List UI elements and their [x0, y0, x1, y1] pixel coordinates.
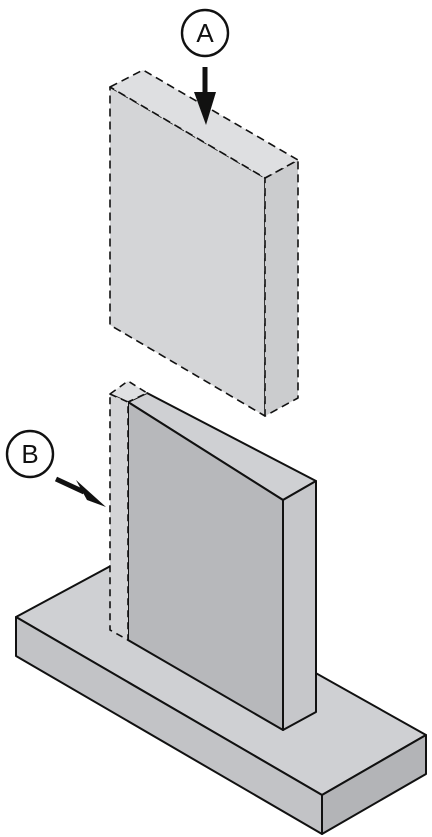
- base-plate-side-face: [321, 734, 427, 835]
- callout-b-circle: [5, 429, 55, 479]
- dashed-part-b-front-face: [109, 393, 129, 641]
- callout-a-arrow: [194, 67, 216, 125]
- dashed-part-a-side-face: [264, 159, 299, 417]
- callout-b: B: [5, 429, 106, 507]
- upright-block: [127, 392, 317, 731]
- dashed-part-a: [109, 69, 299, 417]
- callout-a: A: [180, 8, 230, 125]
- callout-b-arrow: [54, 476, 106, 507]
- upright-block-side-face: [282, 480, 317, 731]
- dashed-part-b: [109, 380, 148, 641]
- dashed-part-a-top-face: [109, 69, 299, 179]
- callout-a-label: A: [196, 18, 214, 48]
- callout-b-label: B: [21, 439, 38, 469]
- callout-a-circle: [180, 8, 230, 58]
